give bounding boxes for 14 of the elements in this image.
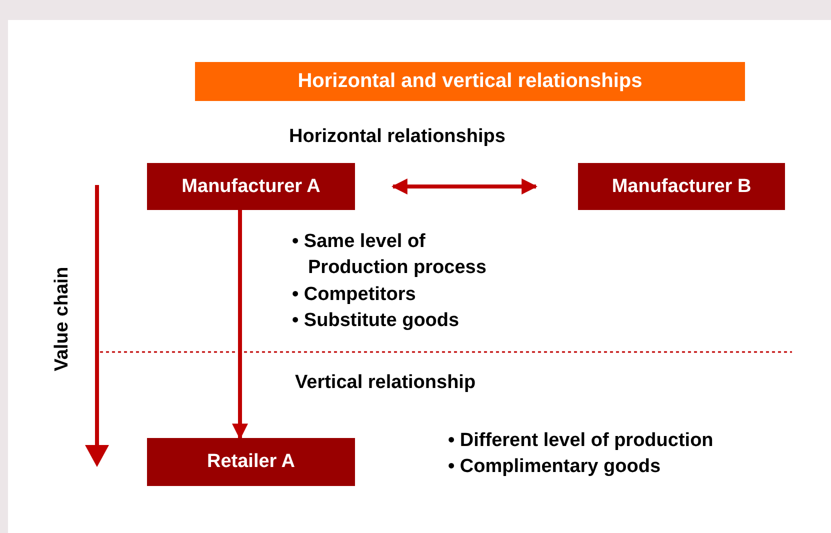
bullet-text: • Complimentary goods	[448, 455, 662, 479]
arrow	[232, 210, 248, 440]
bullet-text: • Same level of Production process	[292, 230, 488, 280]
bullet-text: • Different level of production	[448, 429, 714, 453]
process-box: Manufacturer A	[147, 163, 355, 210]
title-banner: Horizontal and vertical relationships	[195, 62, 745, 101]
bullet-text: • Substitute goods	[292, 309, 460, 333]
process-box: Retailer A	[147, 438, 355, 486]
section-heading: Horizontal relationships	[289, 125, 506, 149]
bullet-text: • Competitors	[292, 283, 417, 307]
section-heading: Vertical relationship	[295, 371, 476, 395]
axis-label: Value chain	[51, 266, 74, 372]
process-box: Manufacturer B	[578, 163, 785, 210]
arrow	[391, 178, 538, 194]
